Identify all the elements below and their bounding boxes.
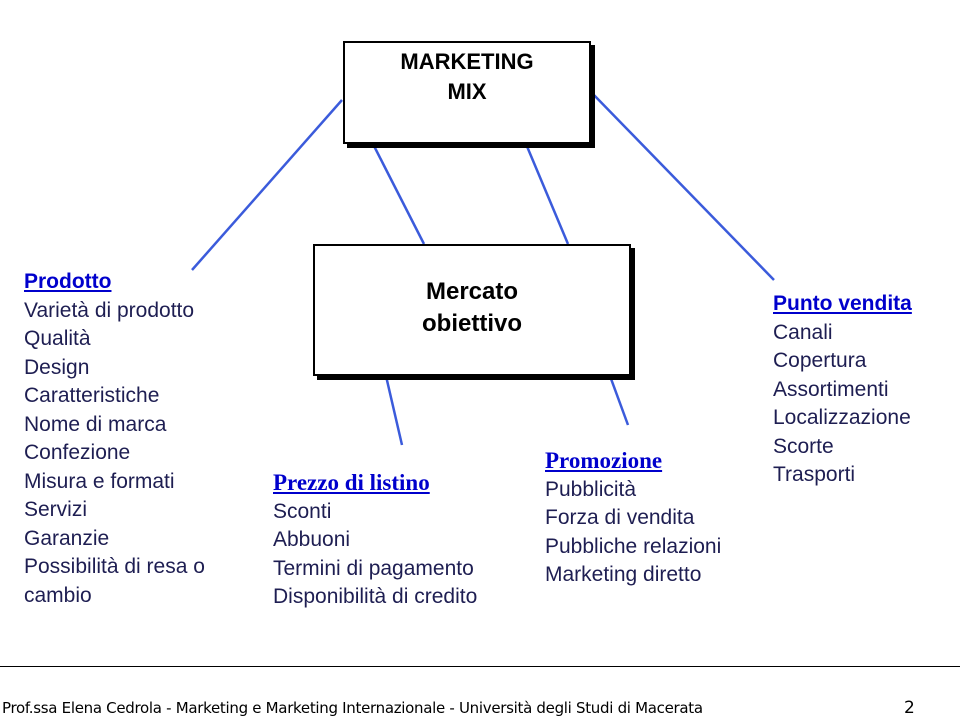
punto-vendita-item: Canali [773,320,833,344]
prodotto-item: Confezione [24,441,131,464]
connector-mix-promozione [524,143,570,245]
marketing-mix-line1: MARKETING [400,49,534,74]
connector-mercato-promozione [608,375,630,426]
prodotto-item: Design [24,355,90,379]
punto-vendita-item: Copertura [773,349,867,372]
prodotto-item: Qualità [24,327,91,350]
prodotto-title[interactable]: Prodotto [24,270,112,293]
connector-mix-punto [590,91,775,281]
prezzo-item: Disponibilità di credito [273,585,478,608]
marketing-mix-box: MARKETING MIX [343,41,591,144]
marketing-mix-title: MARKETING MIX [345,43,589,107]
prezzo-item: Termini di pagamento [273,556,474,580]
promozione-item: Forza di vendita [545,506,695,529]
punto-vendita-group: Punto vendita Canali Copertura Assortime… [773,290,958,490]
marketing-mix-line2: MIX [447,79,487,104]
mercato-obiettivo-title: Mercato obiettivo [315,246,629,340]
prodotto-item: Garanzie [24,526,110,550]
prodotto-item: Misura e formati [24,469,175,493]
punto-vendita-item: Assortimenti [773,377,889,401]
connector-mix-prodotto [191,99,343,271]
promozione-item: Pubbliche relazioni [545,534,722,558]
prodotto-item: cambio [24,583,92,607]
footer-text: Prof.ssa Elena Cedrola - Marketing e Mar… [2,699,703,717]
punto-vendita-item: Localizzazione [773,406,911,429]
promozione-group: Promozione Pubblicità Forza di vendita P… [545,447,785,590]
connector-mix-prezzo [371,143,426,245]
punto-vendita-item: Scorte [773,434,834,458]
promozione-item: Pubblicità [545,477,637,501]
footer-divider [0,666,960,667]
prezzo-title[interactable]: Prezzo di listino [273,470,430,495]
prodotto-item: Nome di marca [24,412,167,436]
prodotto-item: Servizi [24,498,88,521]
prodotto-item: Caratteristiche [24,384,160,407]
prodotto-group: Prodotto Varietà di prodotto Qualità Des… [24,268,274,610]
mercato-obiettivo-line1: Mercato [425,278,519,305]
mercato-obiettivo-line2: obiettivo [422,310,522,337]
promozione-item: Marketing diretto [545,563,702,586]
prezzo-item: Sconti [273,499,332,523]
prezzo-item: Abbuoni [273,528,351,551]
punto-vendita-title[interactable]: Punto vendita [773,292,912,315]
page-number: 2 [904,698,915,718]
connector-mercato-prezzo [384,375,404,446]
mercato-obiettivo-box: Mercato obiettivo [313,244,631,376]
promozione-title[interactable]: Promozione [545,448,663,473]
punto-vendita-item: Trasporti [773,463,856,486]
prodotto-item: Possibilità di resa o [24,555,205,578]
prodotto-item: Varietà di prodotto [24,298,195,322]
prezzo-group: Prezzo di listino Sconti Abbuoni Termini… [273,469,533,612]
